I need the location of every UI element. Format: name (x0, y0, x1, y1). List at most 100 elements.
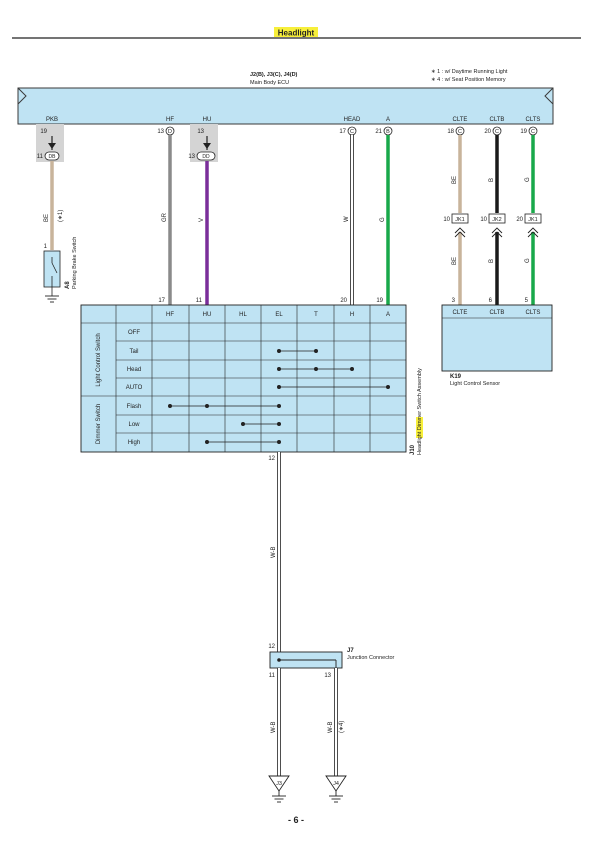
pkb-switch-name: Parking Brake Switch (72, 237, 78, 289)
pkb-switch-contact (51, 262, 58, 274)
ecu-pin-label-clts: CLTS (526, 117, 541, 123)
light-control-group-label: Light Control Switch (96, 333, 102, 386)
pkb-wire-code: BE (44, 214, 50, 222)
dimmer-row-head: Head (127, 367, 141, 373)
dimmer-grid (81, 305, 406, 452)
junction-in-pin: 12 (268, 644, 275, 650)
jk1-pin: 10 (443, 217, 450, 223)
conn-letter-cltb: C (495, 129, 499, 135)
pkb-wire-note: (∗1) (58, 210, 64, 222)
pkb-db-label: DB (49, 154, 57, 160)
note-1: ∗ 1 : w/ Daytime Running Light (431, 69, 508, 75)
ecu-pin-label-head: HEAD (344, 117, 361, 123)
dimmer-bottom-pin: 12 (268, 456, 275, 462)
ground-icon-j3 (272, 791, 286, 803)
dimmer-switch-assembly (80, 304, 407, 453)
ecu-pin-num-clte: 18 (447, 129, 454, 135)
sensor-name: Light Control Sensor (450, 381, 500, 387)
ecu-pin-label-clte: CLTE (453, 117, 468, 123)
jk1-code: JK1 (455, 217, 464, 223)
conn-letter-clte: C (458, 129, 462, 135)
dimmer-row-auto: AUTO (126, 385, 143, 391)
ground-j3-label: J3 (276, 781, 282, 787)
ecu-box (17, 87, 554, 125)
junction-node (277, 658, 281, 662)
sensor-pin-clts: 5 (525, 298, 529, 304)
sensor-label-clts: CLTS (526, 310, 541, 316)
page-title: Headlight (278, 29, 315, 38)
clte-wire-code-upper: BE (452, 176, 458, 184)
ecu-pin-num-head: 17 (339, 129, 346, 135)
wb-wire-code: W-B (271, 546, 277, 558)
title-highlight (274, 27, 318, 37)
ecu-pin-num-hf: 13 (157, 129, 164, 135)
pkb-switch-code: A8 (65, 281, 71, 289)
ecu-break-right (544, 87, 554, 105)
hu-wire-code: V (199, 218, 205, 222)
dimmer-name-prefix: Headlight (417, 431, 423, 455)
clts-wire-code-lower: G (525, 258, 531, 263)
sensor-pin-cltb: 6 (489, 298, 493, 304)
junction-out-pin-2: 13 (324, 673, 331, 679)
dimmer-col-t: T (314, 312, 318, 318)
dimmer-group-label: Dimmer Switch (96, 404, 102, 444)
ecu-pin-label-cltb: CLTB (490, 117, 505, 123)
wb-wire-right-code: W-B (328, 721, 334, 733)
wb-wire-left-code: W-B (271, 721, 277, 733)
pkb-switch-pin: 1 (44, 244, 48, 250)
dimmer-name-highlight (416, 417, 423, 438)
jk-connector-3 (524, 213, 542, 238)
ecu-pin-label-hf: HF (166, 117, 174, 123)
light-control-sensor (441, 304, 553, 372)
dimmer-name-suffix: Dimmer Switch Assembly (417, 368, 423, 432)
dimmer-col-hu: HU (203, 312, 212, 318)
note-2: ∗ 4 : w/ Seat Position Memory (431, 77, 506, 83)
pkb-arrow (48, 143, 56, 149)
sensor-label-cltb: CLTB (490, 310, 505, 316)
dimmer-row-low: Low (128, 422, 140, 428)
dimmer-name: Headlight Dimmer Switch Assembly (417, 368, 423, 455)
conn-letter-clts: C (531, 129, 535, 135)
jk2-code: JK2 (492, 217, 501, 223)
ecu-pin-num-pkb: 19 (40, 129, 47, 135)
dimmer-col-hf: HF (166, 312, 174, 318)
jk-connector-2 (488, 213, 506, 238)
jk-connector-1 (451, 213, 469, 238)
continuity-marks (167, 348, 390, 444)
hu-arrow (203, 143, 211, 149)
ecu-code: J2(B), J3(C), J4(D) (250, 72, 298, 78)
head-wire-code: W (344, 216, 350, 222)
sensor-code: K19 (450, 374, 462, 380)
ecu-pin-num-hu: 13 (197, 129, 204, 135)
hu-dd-pin: 13 (188, 154, 195, 160)
junction-out-pin-1: 11 (269, 673, 276, 679)
jk2-pin: 10 (480, 217, 487, 223)
dimmer-row-off: OFF (128, 330, 140, 336)
hf-wire-code: GR (162, 212, 168, 222)
dimmer-col-el: EL (275, 312, 283, 318)
ecu-pin-label-pkb: PKB (46, 117, 58, 123)
dimmer-pin-hf: 17 (158, 298, 165, 304)
sensor-label-clte: CLTE (453, 310, 468, 316)
clts-wire-code-upper: G (525, 177, 531, 182)
clte-wire-code-lower: BE (452, 257, 458, 265)
dimmer-col-h: H (350, 312, 354, 318)
cltb-wire-code-lower: B (489, 259, 495, 263)
hu-dd-label: DD (202, 154, 210, 160)
ecu-pin-num-a: 21 (375, 129, 382, 135)
dimmer-row-high: High (128, 440, 140, 446)
conn-letter-a: B (386, 129, 390, 135)
pkb-db-pin: 11 (37, 154, 44, 160)
conn-letter-hf: D (168, 129, 172, 135)
dimmer-col-hl: HL (239, 312, 247, 318)
ecu-break-left (17, 87, 27, 105)
dimmer-row-flash: Flash (127, 404, 142, 410)
conn-letter-head: C (350, 129, 354, 135)
dimmer-col-a: A (386, 312, 390, 318)
sensor-pin-clte: 3 (452, 298, 456, 304)
ground-j4 (325, 775, 347, 792)
dimmer-pin-h: 20 (340, 298, 347, 304)
jk3-code: JK1 (528, 217, 537, 223)
hu-dd-connector (196, 151, 216, 161)
ground-j4-label: J4 (333, 781, 339, 787)
